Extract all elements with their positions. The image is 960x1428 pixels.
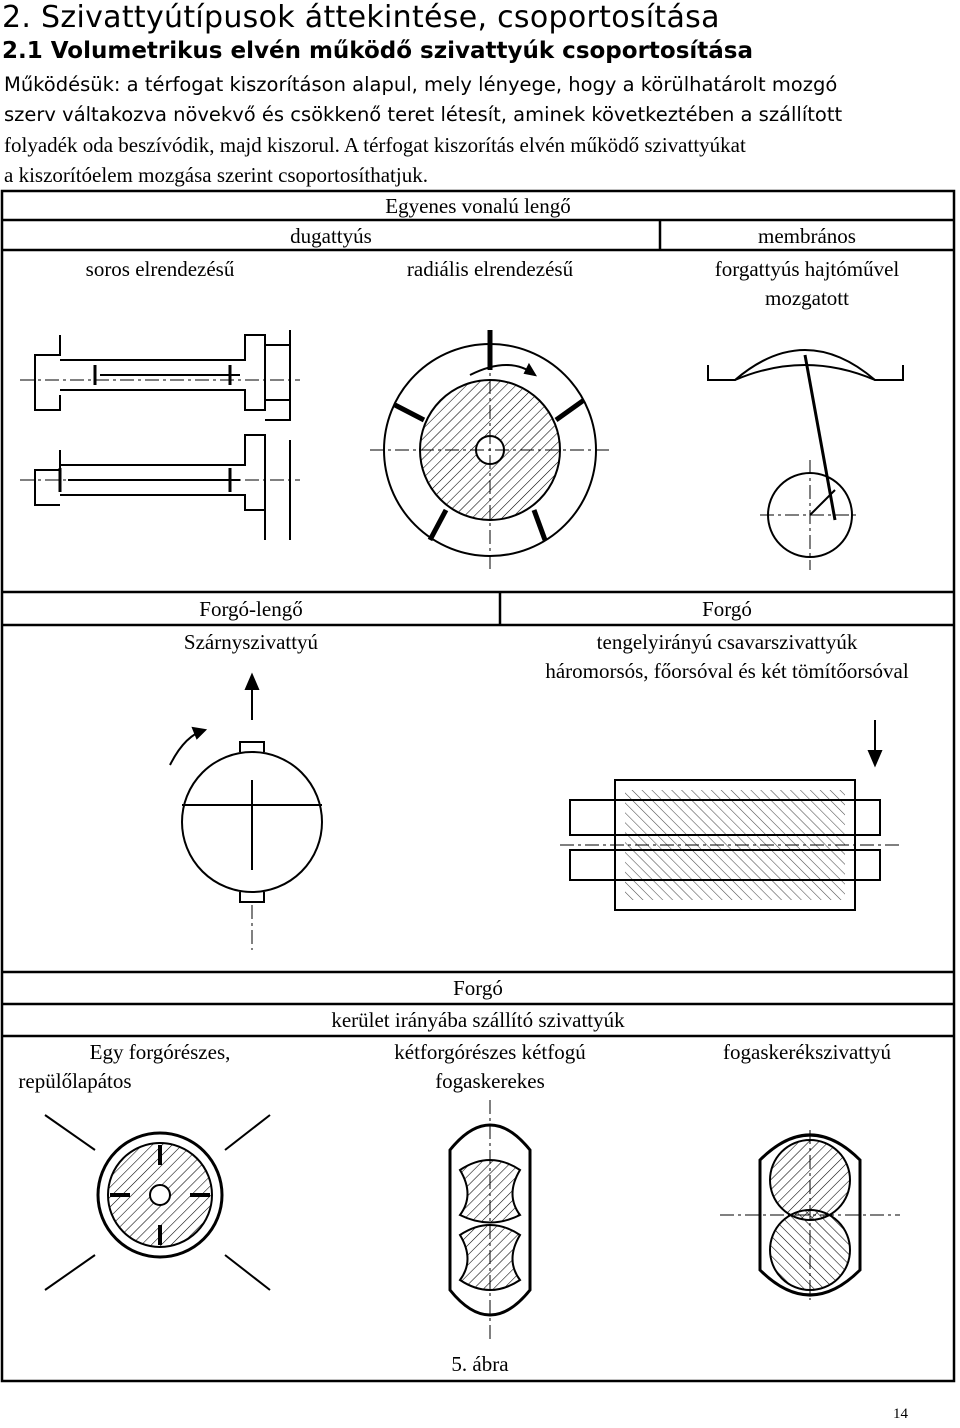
intro-line: folyadék oda beszívódik, majd kiszorul. … [4,133,746,157]
row1-radial: radiális elrendezésű [406,257,574,281]
row3-twin-2: fogaskerekes [435,1069,545,1093]
row2-triple: háromorsós, főorsóval és két tömítőorsóv… [545,659,909,683]
table-grid [0,189,956,1383]
row3-gear: fogaskerékszivattyú [723,1040,891,1064]
row3-single-2: repülőlapátos [18,1069,132,1093]
vane-pump-drawing [169,672,323,950]
row2-rot: Forgó [702,597,752,621]
row2-vane: Szárnyszivattyú [183,630,319,654]
screw-pump-drawing [560,720,900,911]
intro-line: szerv váltakozva növekvő és csökkenő ter… [4,103,843,126]
inline-piston-pump-drawing [20,330,300,540]
intro-paragraph: Működésük: a térfogat kiszorításon alapu… [4,70,956,190]
page-heading: 2. Szivattyútípusok áttekintése, csoport… [2,0,720,35]
row1-diaphragm: membrános [758,224,856,248]
intro-line: Működésük: a térfogat kiszorításon alapu… [4,73,838,96]
row1-crank-1: forgattyús hajtóművel [714,257,900,281]
section-heading: 2.1 Volumetrikus elvén működő szivattyúk… [2,38,754,64]
row1-crank-2: mozgatott [765,286,849,310]
intro-line: a kiszorítóelem mozgása szerint csoporto… [4,163,428,187]
row2-rot-osc: Forgó-lengő [199,597,303,621]
page-number: 14 [893,1406,908,1422]
row3-rot: Forgó [453,976,503,1000]
figure-caption: 5. ábra [451,1352,509,1376]
row1-inline: soros elrendezésű [85,257,235,281]
gear-pump-drawing [720,1130,900,1300]
sliding-vane-pump-drawing [44,1114,271,1291]
roots-pump-drawing [448,1100,532,1340]
diaphragm-pump-drawing [707,349,904,570]
row1-piston: dugattyús [290,224,372,248]
row1-title: Egyenes vonalú lengő [385,194,571,218]
row3-circ: kerület irányába szállító szivattyúk [331,1008,625,1032]
row3-twin-1: kétforgórészes kétfogú [394,1040,586,1064]
radial-piston-pump-drawing [370,330,610,570]
row3-single-1: Egy forgórészes, [89,1040,231,1064]
row2-axial: tengelyirányú csavarszivattyúk [596,630,858,654]
